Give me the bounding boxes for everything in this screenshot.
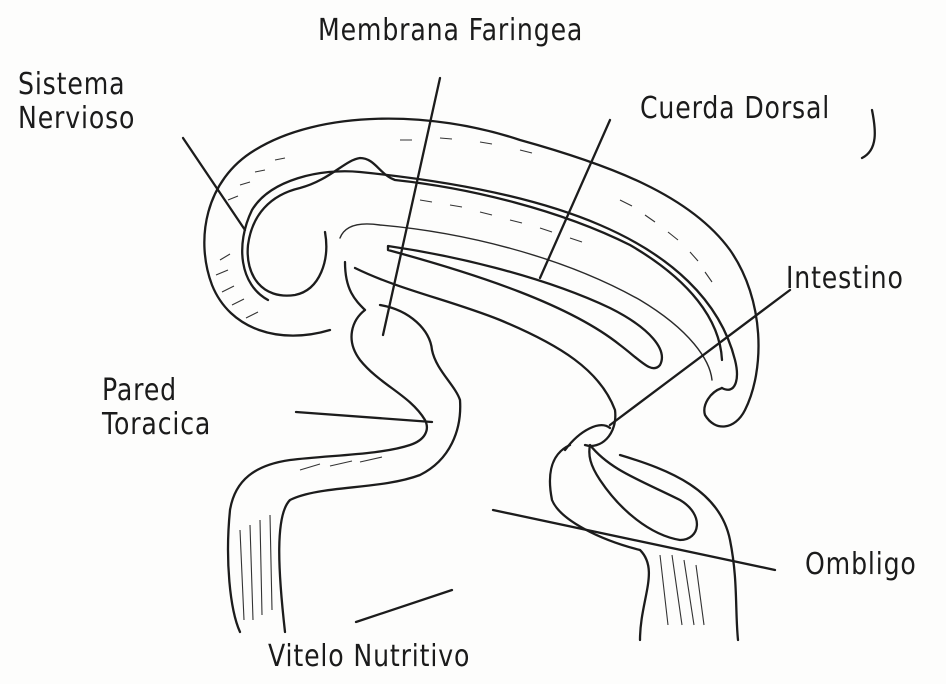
label-ombligo: Ombligo [805, 548, 917, 582]
pharynx-outline [228, 262, 427, 632]
neural-hatching [216, 138, 712, 318]
label-sistema-nervioso: Sistema Nervioso [18, 68, 135, 135]
notochord [388, 246, 662, 368]
label-pared-line2: Toracica [102, 408, 211, 442]
cuerda-bracket [862, 110, 875, 158]
label-cuerda-dorsal: Cuerda Dorsal [640, 92, 830, 126]
label-pared-toracica: Pared Toracica [102, 374, 211, 441]
label-membrana-faringea: Membrana Faringea [318, 14, 583, 48]
vitelo-mark [356, 590, 452, 622]
ventral-stalk-inner [589, 445, 697, 540]
ventral-stalk [550, 445, 649, 640]
outer-body-outline [204, 119, 758, 427]
label-vitelo-nutritivo: Vitelo Nutritivo [268, 640, 470, 674]
label-sistema-line2: Nervioso [18, 102, 135, 136]
leader-sistema [183, 138, 245, 230]
right-lower-wall [620, 455, 738, 640]
leader-pared [296, 412, 432, 422]
leader-cuerda [540, 120, 610, 278]
label-sistema-line1: Sistema [18, 68, 135, 102]
label-pared-line1: Pared [102, 374, 211, 408]
label-intestino: Intestino [786, 262, 904, 296]
